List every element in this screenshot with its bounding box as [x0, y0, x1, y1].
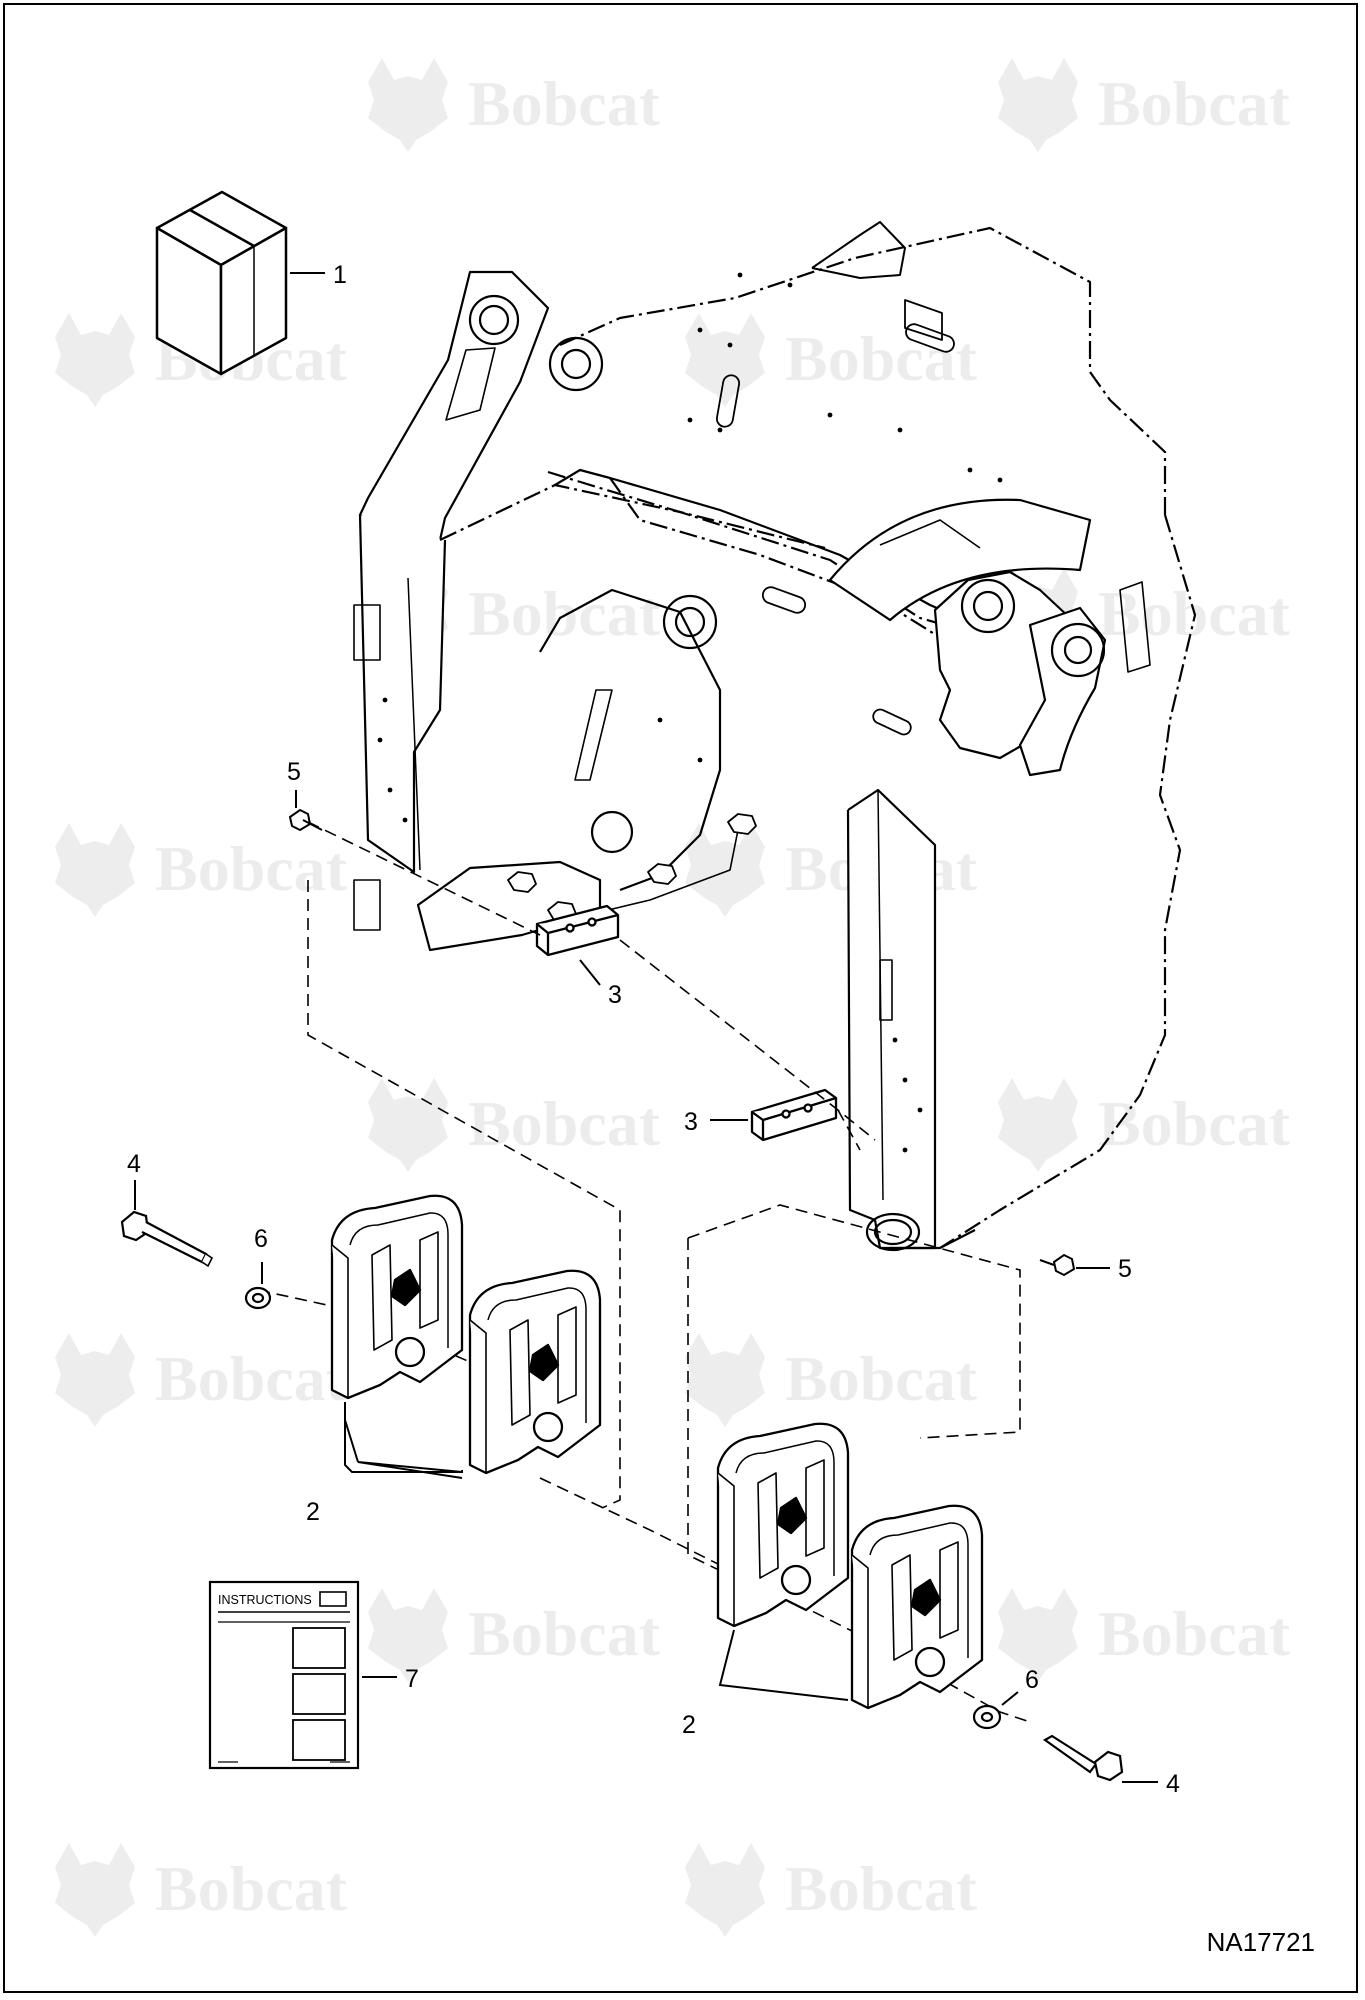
part-washer-right [972, 1704, 1002, 1730]
part-bolt-long-right [1042, 1734, 1124, 1782]
leader-line [718, 1629, 849, 1701]
callout-5b: 5 [1118, 1255, 1132, 1283]
leader-line [1001, 1691, 1019, 1706]
watermark-text: Bobcat [468, 68, 661, 139]
callout-2b: 2 [682, 1711, 696, 1739]
part-spacer-plate-left [535, 904, 620, 957]
watermark-text: Bobcat [785, 1853, 978, 1924]
watermark-text: Bobcat [785, 1343, 978, 1414]
callout-3a: 3 [608, 981, 622, 1009]
watermark-text: Bobcat [785, 323, 978, 394]
part-bolt-small-right [1039, 1253, 1076, 1277]
watermark-text: Bobcat [1098, 1088, 1291, 1159]
callout-3b: 3 [684, 1108, 698, 1136]
part-counterweight-right-b [850, 1504, 984, 1710]
watermark-text: Bobcat [1098, 68, 1291, 139]
callout-4b: 4 [1166, 1770, 1180, 1798]
callout-4a: 4 [127, 1150, 141, 1178]
instruction-sheet-label: INSTRUCTIONS [218, 1593, 312, 1607]
part-loader-frame [353, 221, 1197, 1252]
part-spacer-plate-right [750, 1088, 838, 1142]
part-counterweight-right-a [716, 1422, 850, 1628]
part-washer-left [244, 1286, 272, 1310]
watermark-text: Bobcat [155, 1343, 348, 1414]
drawing-reference-code: NA17721 [1206, 1927, 1315, 1957]
watermark-text: Bobcat [155, 833, 348, 904]
part-bolt-long-left [120, 1210, 214, 1268]
leader-line [579, 959, 601, 986]
part-instruction-sheet [208, 1580, 360, 1770]
watermark-text: Bobcat [468, 578, 661, 649]
part-box-kit [155, 190, 288, 376]
callout-6a: 6 [254, 1225, 268, 1253]
watermark-text: Bobcat [468, 1088, 661, 1159]
part-counterweight-left-a [330, 1194, 464, 1400]
watermark-text: Bobcat [468, 1598, 661, 1669]
leader-line [344, 1419, 463, 1479]
callout-7: 7 [405, 1665, 419, 1693]
callout-2a: 2 [306, 1498, 320, 1526]
watermark-text: Bobcat [1098, 1598, 1291, 1669]
part-counterweight-left-b [468, 1269, 602, 1475]
part-bolt-small-left [288, 808, 323, 832]
callout-5a: 5 [287, 758, 301, 786]
callout-1: 1 [333, 261, 347, 289]
watermark-text: Bobcat [155, 1853, 348, 1924]
callout-6b: 6 [1025, 1666, 1039, 1694]
